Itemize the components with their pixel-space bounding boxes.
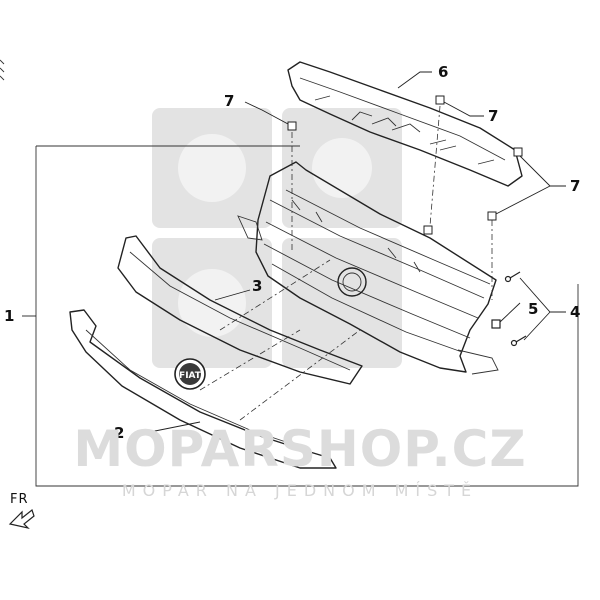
screw-fastener-icon (491, 271, 527, 347)
lower-trim-strip-part (69, 309, 337, 469)
grille-body-part (237, 161, 499, 375)
watermark-tagline: MOPAR NA JEDNOM MÍSTĚ (122, 481, 478, 500)
callout-7-right: 7 (570, 177, 580, 195)
watermark-logo (152, 108, 402, 368)
upper-trim-strip-part (117, 235, 363, 385)
assembly-guide-lines (199, 105, 493, 421)
watermark-brand: MOPARSHOP.CZ (73, 420, 526, 478)
front-direction-label: FR (10, 492, 29, 507)
callout-leaders (22, 71, 566, 433)
clip-fastener-icon (287, 95, 523, 235)
callout-7-left: 7 (224, 92, 234, 110)
callout-4: 4 (570, 303, 580, 321)
callout-3: 3 (252, 277, 262, 295)
callout-5: 5 (528, 300, 538, 318)
upper-crossmember-part (287, 61, 523, 187)
corner-marker-icon (0, 59, 5, 81)
svg-text:FIAT: FIAT (179, 371, 202, 381)
emblem-badge: FIAT (174, 358, 206, 390)
callout-7-mid: 7 (488, 107, 498, 125)
callout-2: 2 (114, 424, 124, 442)
front-direction-arrow-icon (8, 508, 35, 530)
callout-6: 6 (438, 63, 448, 81)
callout-1: 1 (4, 307, 14, 325)
